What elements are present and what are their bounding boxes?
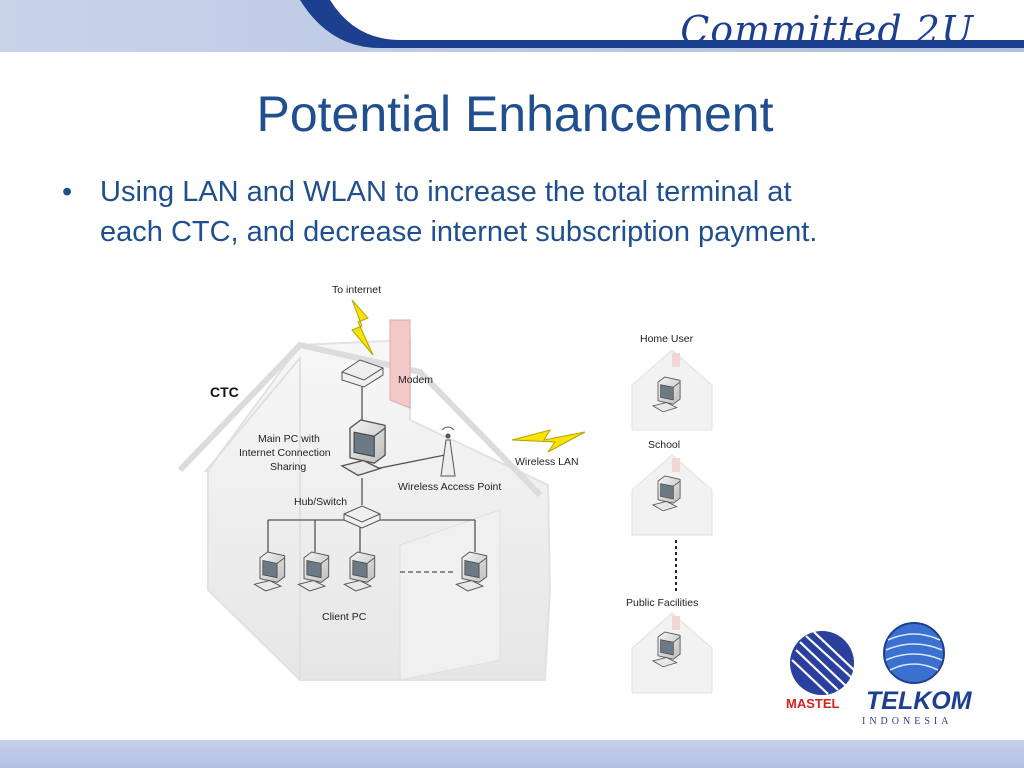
school-house [631,454,713,536]
public-facilities-label: Public Facilities [626,597,698,609]
bullet-text-line1: Using LAN and WLAN to increase the total… [100,176,792,208]
telkom-logo-text: TELKOM [866,687,973,715]
wireless-lan-label: Wireless LAN [515,456,579,468]
public-facilities-house [631,612,713,694]
mastel-logo: MASTEL [786,631,855,711]
hub-switch-label: Hub/Switch [294,496,347,508]
bullet-text-line2: each CTC, and decrease internet subscrip… [100,216,818,248]
hub-switch-icon [343,505,381,529]
home-user-label: Home User [640,333,694,345]
main-pc-label-line1: Main PC with [258,433,320,445]
antenna-icon [440,426,456,477]
footer-band [0,740,1024,768]
modem-icon [341,359,384,388]
bullet-symbol: • [62,176,73,208]
main-pc-label-line2: Internet Connection [239,447,331,459]
modem-label: Modem [398,374,433,386]
mastel-logo-text: MASTEL [786,696,840,711]
main-pc-label-line3: Sharing [270,461,306,473]
home-user-house [631,349,713,431]
lightning-icon [351,299,374,356]
client-pc-label: Client PC [322,611,367,623]
header-band [0,0,1024,58]
wireless-signal-icon [511,429,586,453]
slide-title: Potential Enhancement [256,86,774,142]
wireless-access-point-label: Wireless Access Point [398,481,501,493]
school-label: School [648,439,680,451]
bullet-text: Using LAN and WLAN to increase the total… [100,172,970,252]
ctc-house [177,319,552,681]
ctc-label: CTC [210,384,239,400]
indonesia-logo-text: INDONESIA [862,716,952,727]
telkom-logo: TELKOM INDONESIA [862,622,973,727]
brand-logo-text: Committed 2U [680,8,974,52]
to-internet-label: To internet [332,284,381,296]
